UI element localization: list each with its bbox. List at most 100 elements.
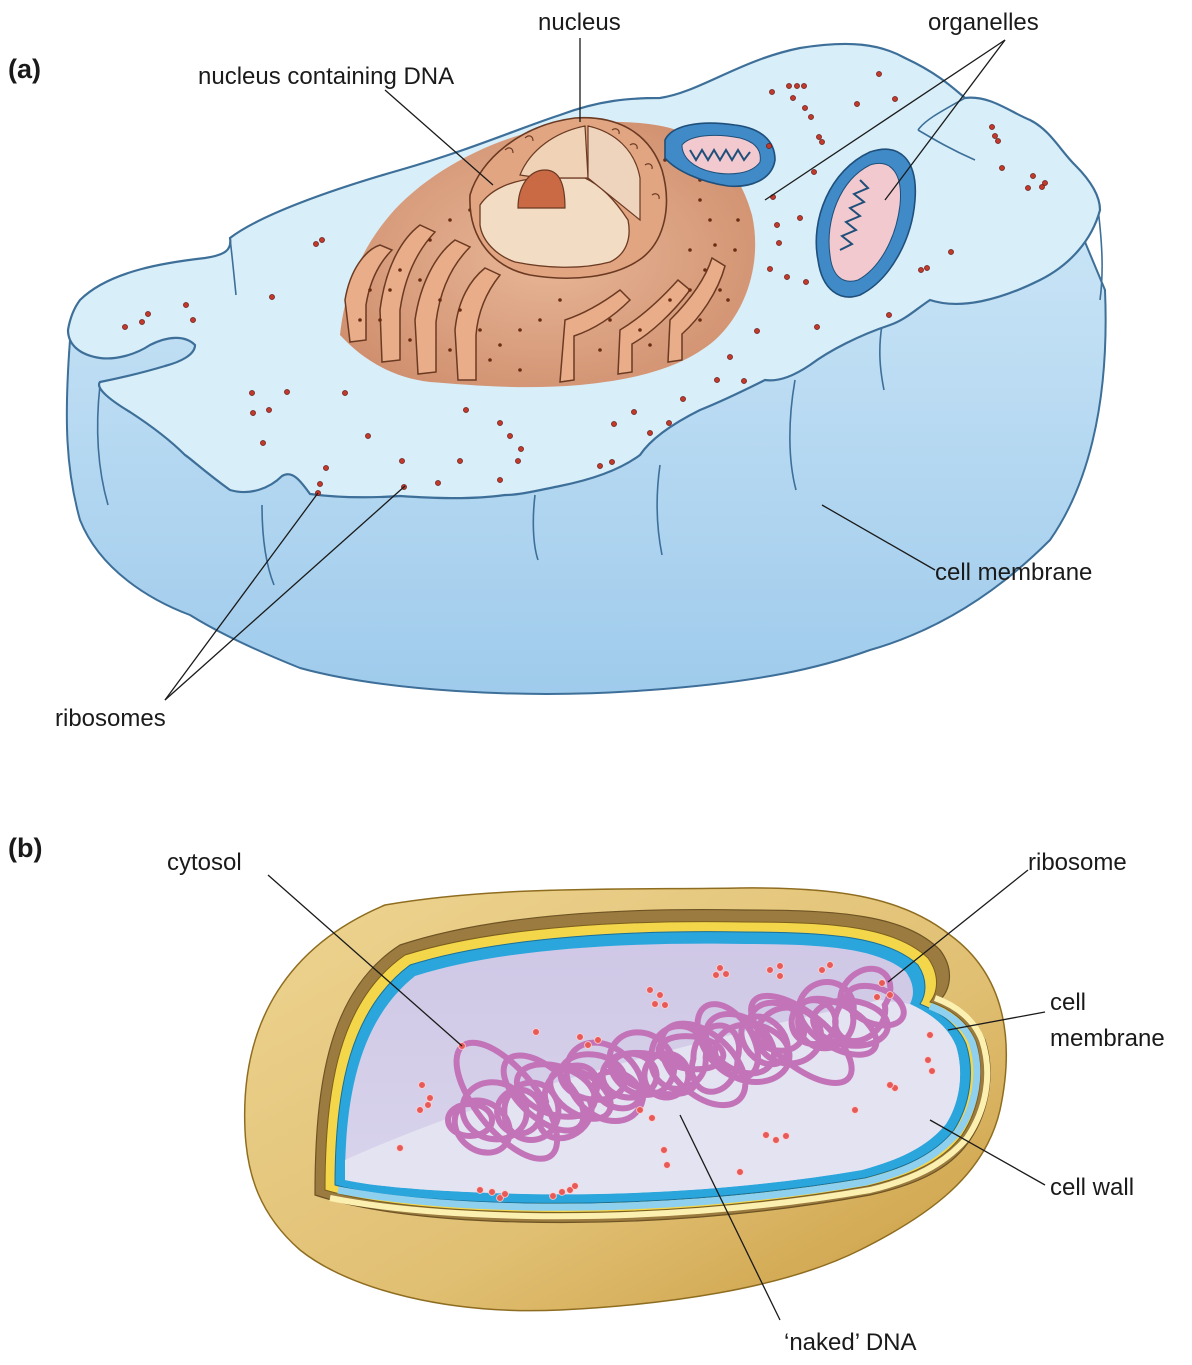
ribosome-dot xyxy=(924,265,929,270)
er-ribosome-dot xyxy=(713,243,717,247)
ribosome-dot xyxy=(918,267,923,272)
ribosome-dot xyxy=(284,389,289,394)
ribosome-dot xyxy=(680,396,685,401)
ribosome-dot xyxy=(737,1169,744,1176)
ribosome-dot xyxy=(927,1032,934,1039)
ribosome-dot xyxy=(874,994,881,1001)
er-ribosome-dot xyxy=(726,298,730,302)
er-ribosome-dot xyxy=(708,218,712,222)
ribosome-dot xyxy=(723,971,730,978)
panel-b-prokaryotic-cell: (b) cytosol ribosome cell me xyxy=(8,833,1165,1356)
ribosome-dot xyxy=(477,1187,484,1194)
ribosome-dot xyxy=(342,390,347,395)
ribosome-dot xyxy=(249,390,254,395)
ribosome-dot xyxy=(631,409,636,414)
er-ribosome-dot xyxy=(428,238,432,242)
ribosome-dot xyxy=(661,1147,668,1154)
ribosome-dot xyxy=(518,446,523,451)
er-ribosome-dot xyxy=(736,218,740,222)
ribosome-dot xyxy=(727,354,732,359)
ribosome-dot xyxy=(887,1082,894,1089)
ribosome-dot xyxy=(769,89,774,94)
ribosome-dot xyxy=(419,1082,426,1089)
er-ribosome-dot xyxy=(448,218,452,222)
ribosome-dot xyxy=(989,124,994,129)
panel-a-label: (a) xyxy=(8,54,41,84)
callout-ribosomes: ribosomes xyxy=(55,705,166,732)
ribosome-dot xyxy=(399,458,404,463)
ribosome-dot xyxy=(714,377,719,382)
ribosome-dot xyxy=(266,407,271,412)
ribosome-dot xyxy=(763,1132,770,1139)
ribosome-dot xyxy=(1025,185,1030,190)
ribosome-dot xyxy=(317,481,322,486)
er-ribosome-dot xyxy=(498,343,502,347)
ribosome-dot xyxy=(814,324,819,329)
callout-cell-membrane: cell membrane xyxy=(935,559,1092,586)
ribosome-dot xyxy=(559,1189,566,1196)
ribosome-dot xyxy=(435,480,440,485)
ribosome-dot xyxy=(664,1162,671,1169)
er-ribosome-dot xyxy=(378,318,382,322)
ribosome-dot xyxy=(790,95,795,100)
ribosome-dot xyxy=(827,962,834,969)
ribosome-dot xyxy=(507,433,512,438)
callout-nucleus-dna: nucleus containing DNA xyxy=(198,63,454,90)
er-ribosome-dot xyxy=(648,343,652,347)
ribosome-dot xyxy=(717,965,724,972)
ribosome-dot xyxy=(425,1102,432,1109)
ribosome-dot xyxy=(183,302,188,307)
ribosome-dot xyxy=(925,1057,932,1064)
ribosome-dot xyxy=(122,324,127,329)
er-ribosome-dot xyxy=(358,318,362,322)
ribosome-dot xyxy=(777,973,784,980)
callout-cell-wall: cell wall xyxy=(1050,1174,1134,1201)
ribosome-dot xyxy=(637,1107,644,1114)
ribosome-dot xyxy=(666,420,671,425)
ribosome-dot xyxy=(502,1191,509,1198)
callout-cell-membrane-line1: cell xyxy=(1050,989,1086,1016)
ribosome-dot xyxy=(497,420,502,425)
callout-ribosome: ribosome xyxy=(1028,849,1127,876)
ribosome-dot xyxy=(662,1002,669,1009)
ribosome-dot xyxy=(269,294,274,299)
ribosome-dot xyxy=(595,1037,602,1044)
ribosome-dot xyxy=(808,114,813,119)
ribosome-dot xyxy=(657,992,664,999)
ribosome-dot xyxy=(766,143,771,148)
ribosome-dot xyxy=(819,139,824,144)
ribosome-dot xyxy=(611,421,616,426)
ribosome-dot xyxy=(260,440,265,445)
ribosome-dot xyxy=(879,980,886,987)
ribosome-dot xyxy=(250,410,255,415)
ribosome-dot xyxy=(784,274,789,279)
ribosome-dot xyxy=(609,459,614,464)
callout-nucleus: nucleus xyxy=(538,9,621,36)
ribosome-dot xyxy=(1030,173,1035,178)
er-ribosome-dot xyxy=(733,248,737,252)
er-ribosome-dot xyxy=(688,288,692,292)
ribosome-dot xyxy=(427,1095,434,1102)
ribosome-dot xyxy=(585,1042,592,1049)
ribosome-dot xyxy=(797,215,802,220)
panel-b-label: (b) xyxy=(8,833,42,863)
ribosome-dot xyxy=(995,138,1000,143)
er-ribosome-dot xyxy=(638,328,642,332)
ribosome-dot xyxy=(319,237,324,242)
ribosome-dot xyxy=(852,1107,859,1114)
ribosome-dot xyxy=(887,992,894,999)
ribosome-dot xyxy=(754,328,759,333)
ribosome-dot xyxy=(777,963,784,970)
ribosome-dot xyxy=(397,1145,404,1152)
ribosome-dot xyxy=(803,279,808,284)
ribosome-dot xyxy=(139,319,144,324)
er-ribosome-dot xyxy=(518,328,522,332)
er-ribosome-dot xyxy=(698,198,702,202)
er-ribosome-dot xyxy=(538,318,542,322)
callout-organelles: organelles xyxy=(928,9,1039,36)
er-ribosome-dot xyxy=(398,268,402,272)
ribosome-dot xyxy=(999,165,1004,170)
ribosome-dot xyxy=(876,71,881,76)
er-ribosome-dot xyxy=(388,288,392,292)
